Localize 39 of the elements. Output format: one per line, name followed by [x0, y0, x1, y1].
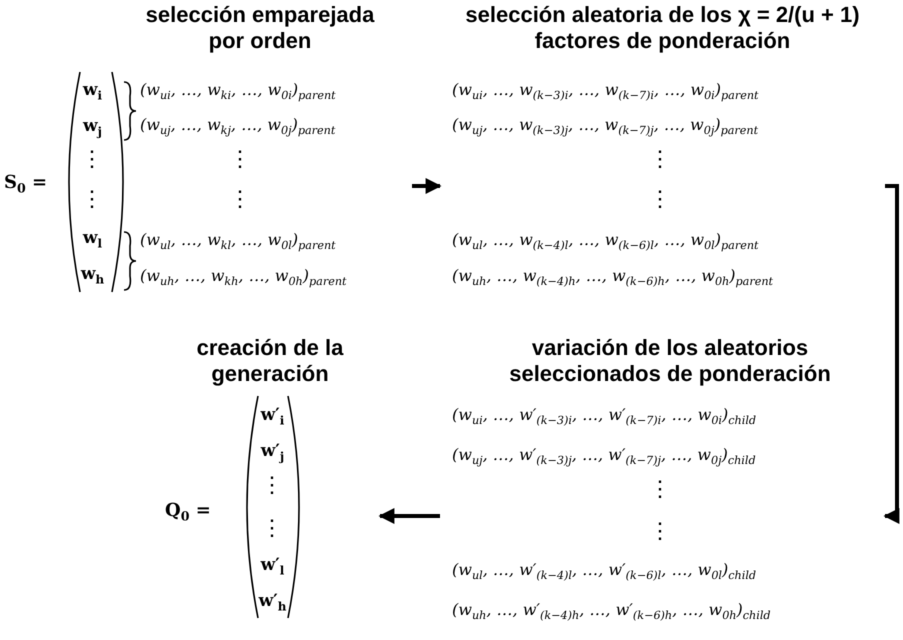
step-heading: creación de la generación: [196, 335, 344, 387]
formula: (w$_{ul}$, …, w$_{(k−4)l}$, …, w$_{(k−6)l}$, …, w$_{0l}$)$_{parent}$: [452, 230, 759, 252]
step-heading: selección aleatoria de los χ = 2/(u + 1) factores de ponderación: [464, 2, 861, 54]
vertical-ellipsis: ⋮: [228, 186, 252, 212]
formula: (w$_{uh}$, …, w′$_{(k−4)h}$, …, w′$_{(k−6)h}$, …, w$_{0h}$)$_{child}$: [452, 600, 771, 622]
vertical-ellipsis: ⋮: [648, 186, 672, 212]
vertical-ellipsis: ⋮: [648, 146, 672, 172]
vertical-ellipsis: ⋮: [260, 515, 284, 541]
matrix-label: S$_{0}$ =: [4, 172, 48, 196]
matrix-label: Q$_{0}$ =: [165, 500, 211, 524]
vector-entry: w′$_{h}$: [258, 591, 288, 614]
vertical-ellipsis: ⋮: [260, 472, 284, 498]
vertical-ellipsis: ⋮: [80, 186, 104, 212]
vector-entry: w′$_{j}$: [260, 441, 286, 464]
formula: (w$_{ui}$, …, w$_{(k−3)i}$, …, w$_{(k−7)i}$, …, w$_{0i}$)$_{parent}$: [452, 80, 759, 102]
formula: (w$_{uj}$, …, w$_{(k−3)j}$, …, w$_{(k−7)j}$, …, w$_{0j}$)$_{parent}$: [452, 115, 758, 138]
formula: (w$_{ul}$, …, w′$_{(k−4)l}$, …, w′$_{(k−6)l}$, …, w$_{0l}$)$_{child}$: [452, 560, 756, 582]
step-heading: selección emparejada por orden: [144, 2, 376, 54]
vector-entry: w′$_{i}$: [260, 405, 286, 428]
vector-entry: w$_{l}$: [82, 228, 104, 250]
arrow: [883, 184, 900, 524]
formula: (w$_{ul}$, …, w$_{kl}$, …, w$_{0l}$)$_{parent}$: [140, 230, 336, 252]
formula: (w$_{uh}$, …, w$_{(k−4)h}$, …, w$_{(k−6)h}$, …, w$_{0h}$)$_{parent}$: [452, 266, 774, 288]
arrow: [378, 508, 440, 524]
vertical-ellipsis: ⋮: [648, 476, 672, 502]
formula: (w$_{ui}$, …, w′$_{(k−3)i}$, …, w′$_{(k−7)i}$, …, w$_{0i}$)$_{child}$: [452, 405, 756, 428]
formula: (w$_{uh}$, …, w$_{kh}$, …, w$_{0h}$)$_{parent}$: [140, 266, 347, 288]
vector-entry: w$_{j}$: [82, 116, 103, 138]
vertical-ellipsis: ⋮: [228, 146, 252, 172]
vertical-ellipsis: ⋮: [80, 146, 104, 172]
vector-entry: w′$_{l}$: [260, 555, 286, 578]
arrow: [412, 178, 442, 194]
vertical-ellipsis: ⋮: [648, 518, 672, 544]
vector-entry: w$_{h}$: [80, 264, 106, 286]
formula: (w$_{uj}$, …, w′$_{(k−3)j}$, …, w′$_{(k−7)j}$, …, w$_{0j}$)$_{child}$: [452, 445, 756, 468]
formula: (w$_{uj}$, …, w$_{kj}$, …, w$_{0j}$)$_{parent}$: [140, 115, 336, 138]
formula: (w$_{ui}$, …, w$_{ki}$, …, w$_{0i}$)$_{parent}$: [140, 80, 336, 102]
vector-entry: w$_{i}$: [82, 80, 104, 102]
step-heading: variación de los aleatorios seleccionados de ponderación: [508, 335, 832, 387]
